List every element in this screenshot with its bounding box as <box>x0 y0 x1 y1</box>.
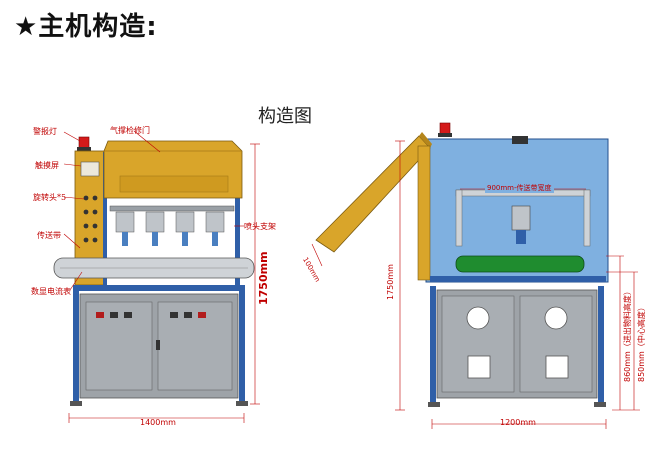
side-conveyor-belt <box>455 255 585 273</box>
side-view <box>311 122 640 429</box>
side-alarm-light-icon <box>438 122 452 137</box>
dim-front-height: 1750mm <box>257 251 270 305</box>
side-rotary-head <box>511 205 531 231</box>
callout-rotary-head: 旋转头*5 <box>33 193 67 202</box>
diagram-subtitle: 构造图 <box>258 106 312 127</box>
dim-side-height: 1750mm <box>386 264 395 300</box>
page-heading: ★主机构造: <box>14 12 158 42</box>
callout-conveyor-belt: 传送带 <box>37 231 61 240</box>
rotary-head-knobs <box>83 195 98 243</box>
front-view <box>53 130 260 423</box>
callout-pneumatic-door: 气撑检修门 <box>110 126 150 135</box>
dim-front-width: 1400mm <box>140 418 176 427</box>
callout-nozzle-bracket: 喷头支架 <box>244 222 276 231</box>
dim-inlet-height: 860mm（进出物料高度） <box>623 287 632 382</box>
callout-alarm-light: 警报灯 <box>33 127 57 136</box>
touch-screen <box>80 161 100 177</box>
alarm-light-icon <box>77 136 91 151</box>
callout-touch-screen: 触摸屏 <box>35 161 59 170</box>
dim-center-height: 850mm（中心高度） <box>637 303 646 382</box>
rotary-heads <box>115 211 225 246</box>
cabinet-switches <box>96 312 206 350</box>
callout-current-meter: 数显电流表 <box>31 287 71 296</box>
dim-belt-width: 900mm-传送带宽度 <box>485 183 554 193</box>
nozzle-bracket <box>109 205 235 212</box>
dim-side-width: 1200mm <box>500 418 536 427</box>
side-open-door <box>315 135 431 253</box>
